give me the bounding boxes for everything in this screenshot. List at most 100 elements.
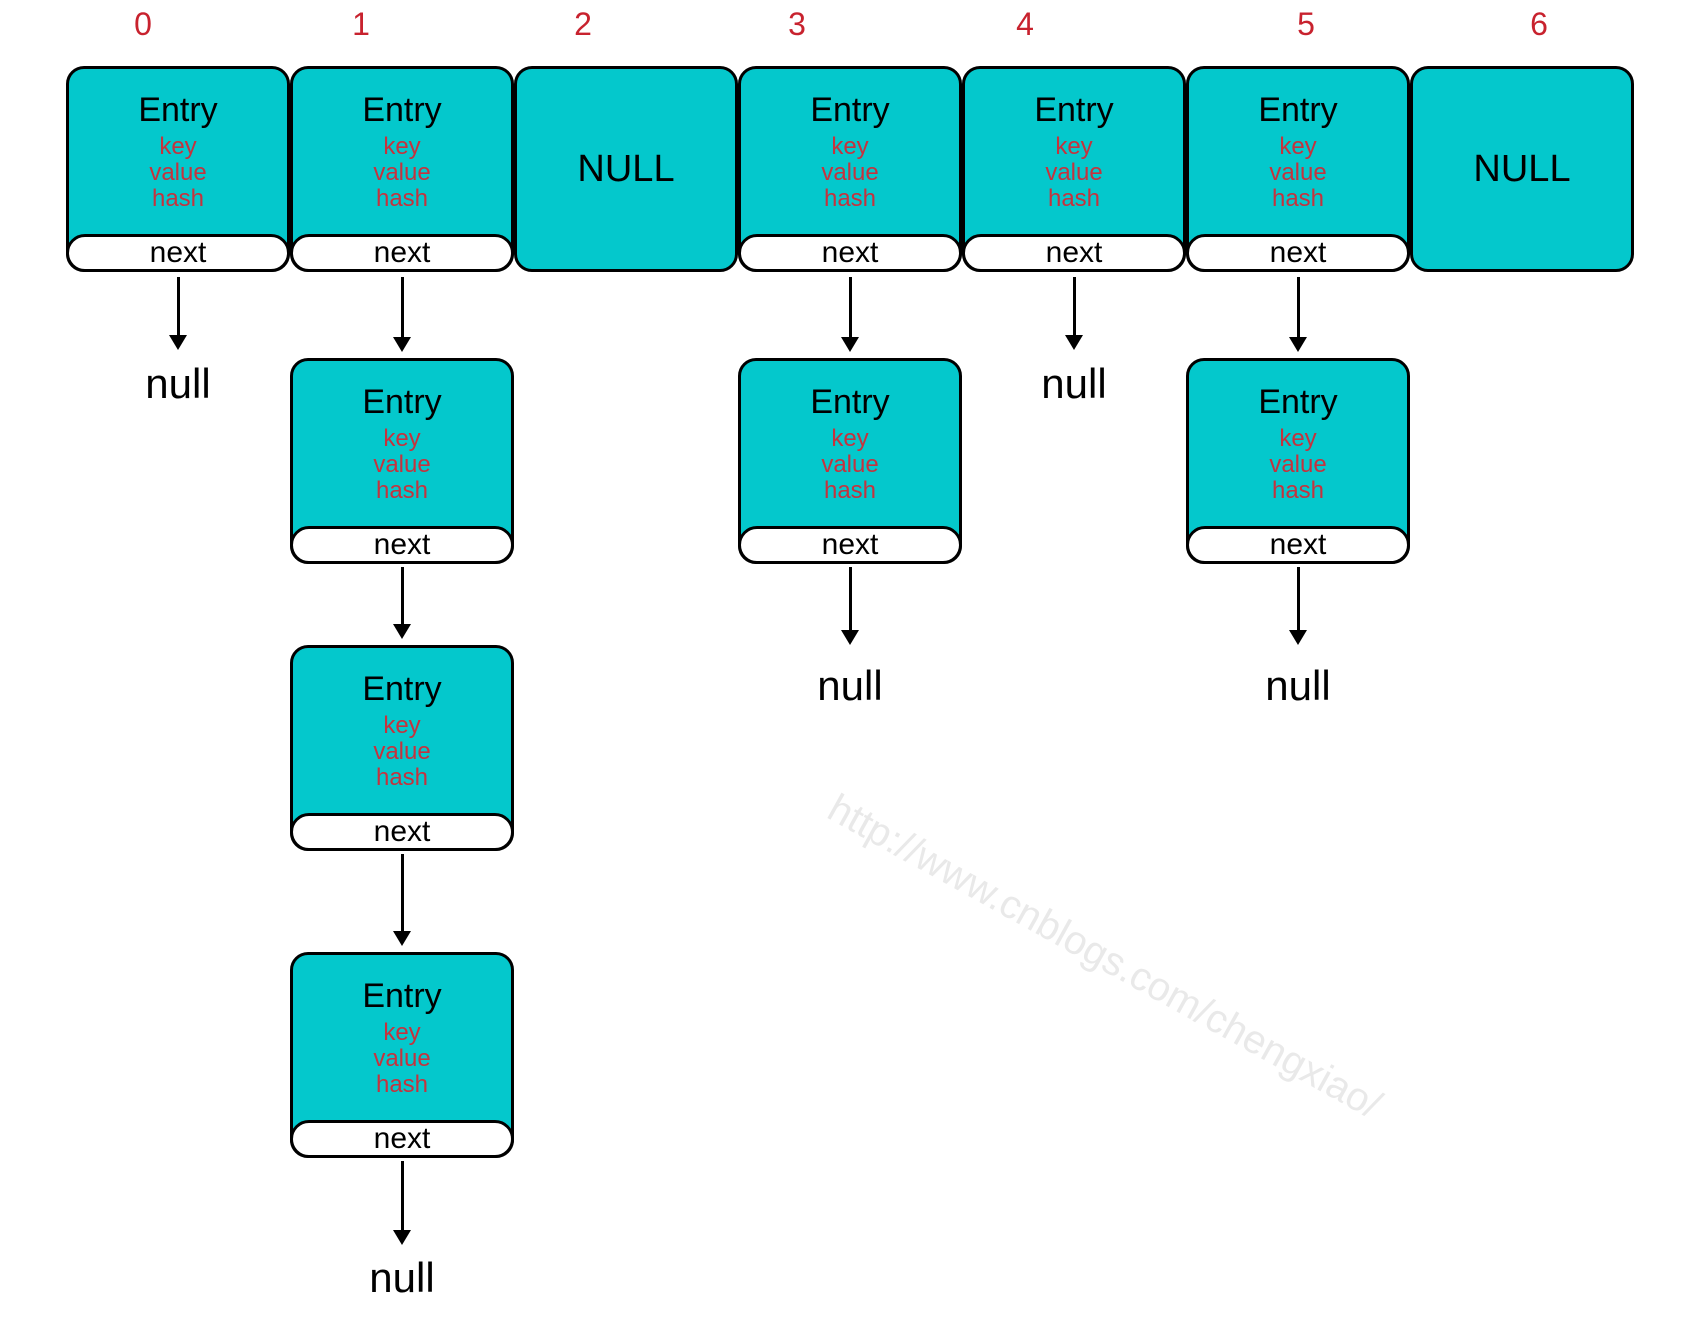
bucket-index-6: 6 bbox=[1530, 6, 1548, 42]
entry-field-value: value bbox=[821, 159, 879, 187]
entry-field-key: key bbox=[383, 1019, 421, 1047]
arrow-line bbox=[400, 567, 404, 626]
bucket-5-terminal-null: null bbox=[1265, 662, 1331, 709]
arrow-line bbox=[848, 277, 852, 339]
next-pointer-slot: next bbox=[738, 526, 962, 564]
next-pointer-slot: next bbox=[290, 1120, 514, 1158]
entry-field-value: value bbox=[149, 159, 207, 187]
entry-field-hash: hash bbox=[823, 476, 877, 504]
bucket-index-1: 1 bbox=[352, 6, 370, 42]
next-label: next bbox=[821, 236, 879, 269]
bucket-1-chain-entry-2: Entry key value hash next bbox=[290, 645, 514, 851]
entry-field-key: key bbox=[831, 133, 869, 161]
entry-field-value: value bbox=[1269, 159, 1327, 187]
entry-title: Entry bbox=[810, 91, 890, 130]
entry-field-value: value bbox=[821, 451, 879, 479]
next-label: next bbox=[373, 1122, 431, 1155]
bucket-index-3: 3 bbox=[788, 6, 806, 42]
entry-field-key: key bbox=[1055, 133, 1093, 161]
bucket-5-chain-entry-1: Entry key value hash next bbox=[1186, 358, 1410, 564]
pointer-arrow bbox=[841, 277, 859, 352]
arrow-head-icon bbox=[841, 337, 859, 352]
bucket-index-4: 4 bbox=[1016, 6, 1034, 42]
arrow-head-icon bbox=[393, 931, 411, 946]
arrow-line bbox=[848, 567, 852, 632]
entry-body: Entry key value hash bbox=[1189, 361, 1407, 526]
entry-field-hash: hash bbox=[1047, 184, 1101, 212]
entry-title: Entry bbox=[362, 670, 442, 709]
entry-field-hash: hash bbox=[1271, 476, 1325, 504]
entry-field-hash: hash bbox=[375, 763, 429, 791]
arrow-line bbox=[1072, 277, 1076, 337]
entry-field-hash: hash bbox=[151, 184, 205, 212]
bucket-3-entry-node: Entry key value hash next bbox=[738, 66, 962, 272]
entry-title: Entry bbox=[138, 91, 218, 130]
watermark: http://www.cnblogs.com/chengxiao/ bbox=[820, 786, 1389, 1128]
entry-field-key: key bbox=[159, 133, 197, 161]
entry-title: Entry bbox=[1258, 91, 1338, 130]
entry-title: Entry bbox=[362, 383, 442, 422]
bucket-4-terminal-null: null bbox=[1041, 360, 1107, 407]
next-label: next bbox=[373, 815, 431, 848]
entry-field-key: key bbox=[1279, 133, 1317, 161]
next-pointer-slot: next bbox=[66, 234, 290, 272]
arrow-head-icon bbox=[169, 335, 187, 350]
entry-body: Entry key value hash bbox=[1189, 69, 1407, 234]
bucket-index-0: 0 bbox=[134, 6, 152, 42]
arrow-head-icon bbox=[1289, 337, 1307, 352]
bucket-2-null-node: NULL bbox=[514, 66, 738, 272]
entry-field-key: key bbox=[1279, 425, 1317, 453]
arrow-head-icon bbox=[841, 630, 859, 645]
entry-title: Entry bbox=[810, 383, 890, 422]
entry-field-value: value bbox=[1269, 451, 1327, 479]
pointer-arrow bbox=[841, 567, 859, 645]
bucket-6-null-node: NULL bbox=[1410, 66, 1634, 272]
arrow-line bbox=[400, 277, 404, 339]
entry-field-hash: hash bbox=[823, 184, 877, 212]
entry-body: Entry key value hash bbox=[293, 955, 511, 1120]
entry-body: Entry key value hash bbox=[965, 69, 1183, 234]
next-pointer-slot: next bbox=[1186, 526, 1410, 564]
next-pointer-slot: next bbox=[1186, 234, 1410, 272]
entry-title: Entry bbox=[362, 977, 442, 1016]
arrow-head-icon bbox=[393, 337, 411, 352]
bucket-4-entry-node: Entry key value hash next bbox=[962, 66, 1186, 272]
pointer-arrow bbox=[1289, 277, 1307, 352]
bucket-5-entry-node: Entry key value hash next bbox=[1186, 66, 1410, 272]
arrow-line bbox=[1296, 567, 1300, 632]
entry-body: Entry key value hash bbox=[69, 69, 287, 234]
entry-field-hash: hash bbox=[375, 476, 429, 504]
entry-field-value: value bbox=[1045, 159, 1103, 187]
entry-body: Entry key value hash bbox=[741, 69, 959, 234]
next-pointer-slot: next bbox=[290, 526, 514, 564]
entry-body: Entry key value hash bbox=[741, 361, 959, 526]
next-pointer-slot: next bbox=[962, 234, 1186, 272]
entry-title: Entry bbox=[362, 91, 442, 130]
bucket-3-chain-entry-1: Entry key value hash next bbox=[738, 358, 962, 564]
arrow-head-icon bbox=[393, 1230, 411, 1245]
entry-field-key: key bbox=[383, 133, 421, 161]
arrow-head-icon bbox=[1065, 335, 1083, 350]
next-label: next bbox=[149, 236, 207, 269]
bucket-index-5: 5 bbox=[1297, 6, 1315, 42]
bucket-0-entry-node: Entry key value hash next bbox=[66, 66, 290, 272]
entry-body: Entry key value hash bbox=[293, 648, 511, 813]
entry-field-hash: hash bbox=[1271, 184, 1325, 212]
entry-title: Entry bbox=[1258, 383, 1338, 422]
entry-field-value: value bbox=[373, 1045, 431, 1073]
pointer-arrow bbox=[393, 854, 411, 946]
next-label: next bbox=[821, 528, 879, 561]
bucket-1-chain-entry-3: Entry key value hash next bbox=[290, 952, 514, 1158]
entry-field-value: value bbox=[373, 451, 431, 479]
null-caps-label: NULL bbox=[577, 147, 675, 190]
pointer-arrow bbox=[393, 277, 411, 352]
next-label: next bbox=[1045, 236, 1103, 269]
next-pointer-slot: next bbox=[290, 813, 514, 851]
next-pointer-slot: next bbox=[738, 234, 962, 272]
entry-body: Entry key value hash bbox=[293, 69, 511, 234]
next-label: next bbox=[1269, 236, 1327, 269]
arrow-head-icon bbox=[393, 624, 411, 639]
next-pointer-slot: next bbox=[290, 234, 514, 272]
arrow-line bbox=[176, 277, 180, 337]
